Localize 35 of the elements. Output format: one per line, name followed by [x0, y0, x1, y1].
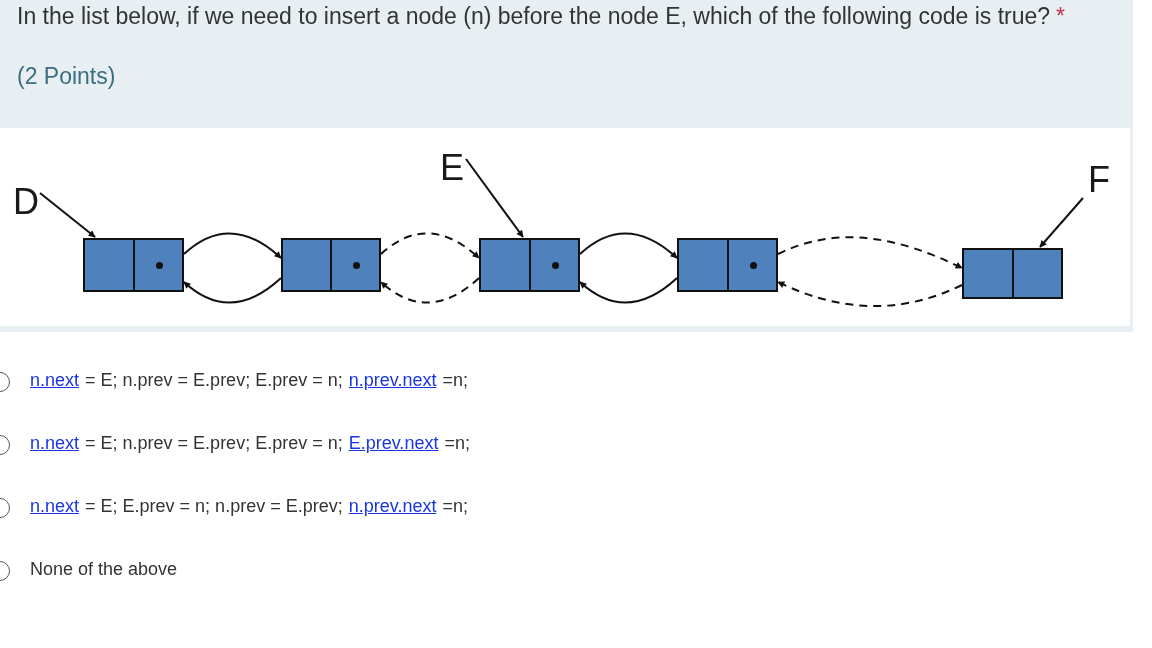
link-arrow — [777, 281, 963, 307]
list-node — [479, 238, 580, 292]
option-text: = E; n.prev = E.prev; E.prev = n; — [85, 370, 343, 391]
list-node — [83, 238, 184, 292]
code-link: n.prev.next — [348, 496, 437, 517]
option-text: = E; n.prev = E.prev; E.prev = n; — [85, 433, 343, 454]
link-arrow — [380, 277, 480, 304]
option-text: =n; — [442, 496, 468, 517]
points-text: (2 Points) — [17, 63, 116, 90]
code-link: E.prev.next — [348, 433, 439, 454]
link-arrow — [579, 232, 678, 259]
link-arrow — [777, 236, 963, 269]
list-node — [281, 238, 381, 292]
code-link: n.next — [30, 433, 80, 454]
option-text: = E; E.prev = n; n.prev = E.prev; — [85, 496, 343, 517]
code-link: n.next — [30, 496, 80, 517]
node-label: F — [1085, 162, 1113, 198]
pointer-arrow — [39, 192, 96, 238]
option-text: None of the above — [30, 559, 178, 580]
node-label: E — [438, 150, 466, 186]
node-label: D — [12, 184, 40, 220]
code-link: n.prev.next — [348, 370, 437, 391]
link-arrow — [579, 277, 678, 304]
link-arrow — [183, 232, 282, 259]
link-arrow — [183, 277, 282, 304]
question-text: In the list below, if we need to insert a node (n) before the node E, which of the following code is true? — [17, 3, 1051, 29]
required-mark: * — [1056, 3, 1066, 29]
list-node — [677, 238, 778, 292]
list-node — [962, 248, 1063, 299]
option-text: =n; — [442, 370, 468, 391]
pointer-arrow — [465, 158, 524, 238]
link-arrow — [380, 232, 480, 259]
pointer-arrow — [1039, 197, 1084, 248]
code-link: n.next — [30, 370, 80, 391]
option-text: =n; — [444, 433, 470, 454]
